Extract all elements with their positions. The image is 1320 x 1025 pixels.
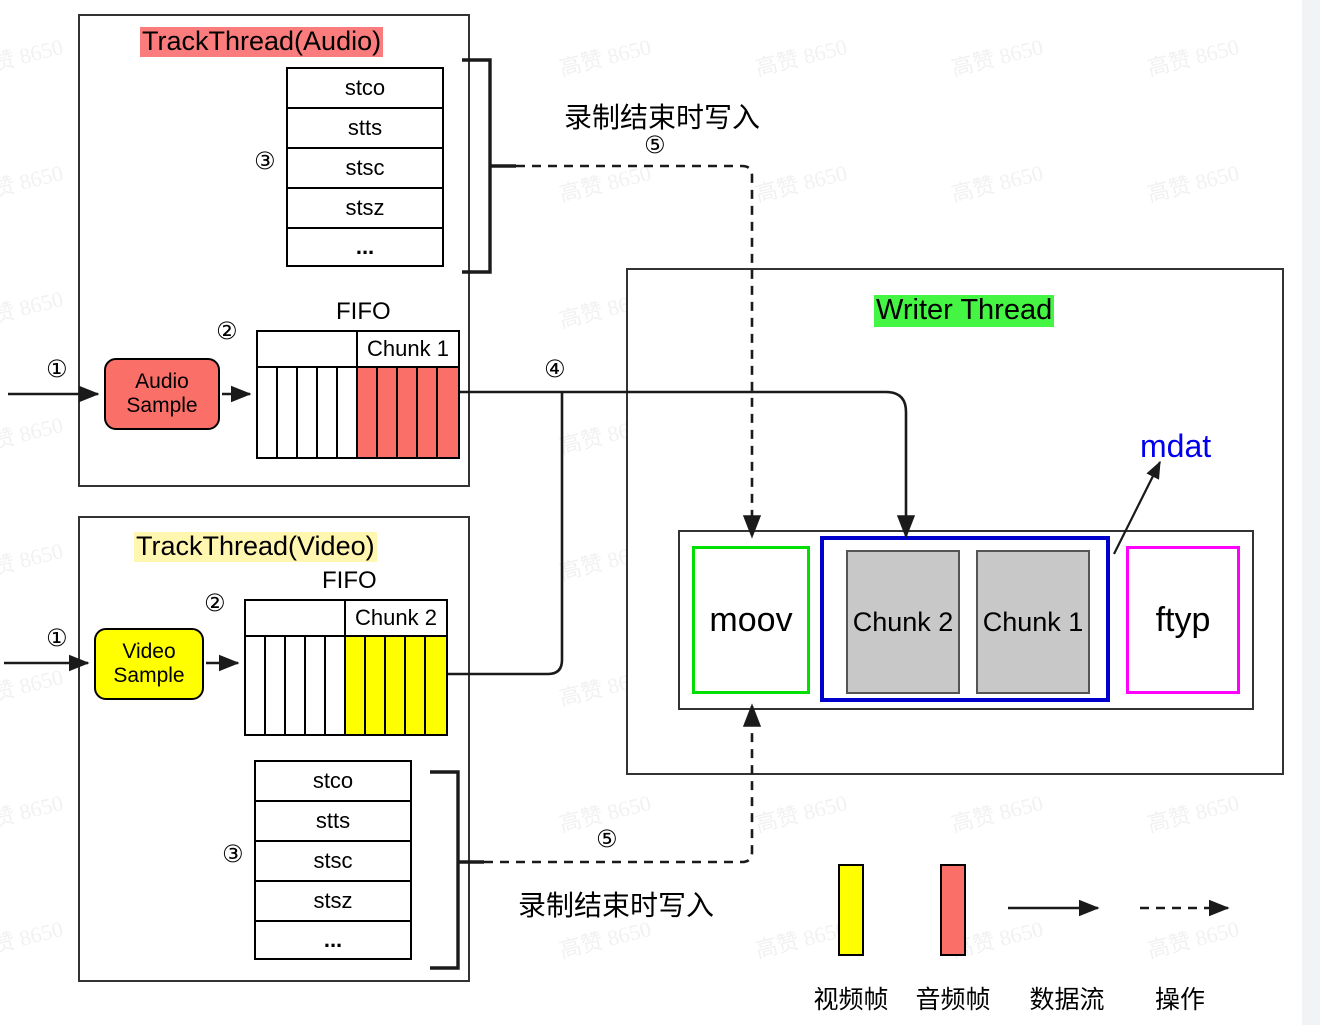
legend-label-dataflow: 数据流	[1029, 986, 1105, 1014]
video-thread-title: TrackThread(Video)	[134, 531, 377, 562]
audio-step-2-marker: ②	[216, 318, 238, 345]
audio-sample-line1: Audio	[135, 369, 189, 393]
atom-row: stsc	[288, 149, 442, 189]
atom-row: stsz	[288, 189, 442, 229]
video-sample-node: Video Sample	[94, 628, 204, 700]
audio-fifo-head-empty	[258, 332, 358, 366]
fifo-cell-video-frame	[366, 637, 386, 734]
video-step-1-marker: ①	[46, 625, 68, 652]
chunk-block: Chunk 2	[846, 550, 960, 694]
atom-row: stsz	[256, 882, 410, 922]
fifo-cell-empty	[326, 637, 346, 734]
watermark-text: 高赞 8650	[556, 34, 654, 81]
fifo-cell-audio-frame	[418, 368, 438, 457]
fifo-cell-empty	[286, 637, 306, 734]
mdat-atom-group: Chunk 2 Chunk 1	[820, 536, 1110, 702]
watermark-text: 高赞 8650	[0, 412, 66, 459]
fifo-cell-empty	[278, 368, 298, 457]
audio-fifo-label: FIFO	[336, 298, 391, 325]
audio-step-3-marker: ③	[254, 148, 276, 175]
atom-row: stco	[256, 762, 410, 802]
atom-row: ...	[323, 927, 343, 952]
write-on-end-note-top: 录制结束时写入	[564, 102, 761, 133]
writer-thread-title: Writer Thread	[874, 294, 1055, 327]
fifo-cell-empty	[338, 368, 358, 457]
watermark-text: 高赞 8650	[0, 790, 66, 837]
atom-row: stts	[256, 802, 410, 842]
watermark-text: 高赞 8650	[0, 34, 66, 81]
audio-fifo-cells	[256, 366, 460, 459]
legend-label-video: 视频帧	[813, 986, 889, 1014]
watermark-text: 高赞 8650	[1144, 916, 1242, 963]
step-5-marker-bottom: ⑤	[596, 826, 618, 853]
fifo-cell-audio-frame	[378, 368, 398, 457]
legend-swatch-audio	[940, 864, 966, 956]
fifo-cell-video-frame	[426, 637, 446, 734]
ftyp-atom: ftyp	[1126, 546, 1240, 694]
video-sample-line2: Sample	[113, 664, 185, 687]
watermark-text: 高赞 8650	[752, 790, 850, 837]
watermark-text: 高赞 8650	[752, 916, 850, 963]
watermark-text: 高赞 8650	[0, 160, 66, 207]
watermark-text: 高赞 8650	[0, 286, 66, 333]
step-4-marker: ④	[544, 356, 566, 383]
watermark-text: 高赞 8650	[0, 916, 66, 963]
watermark-text: 高赞 8650	[0, 538, 66, 585]
video-fifo-label: FIFO	[322, 567, 377, 594]
fifo-cell-empty	[246, 637, 266, 734]
mdat-label: mdat	[1140, 428, 1212, 464]
legend-swatch-video	[838, 864, 864, 956]
audio-thread-title: TrackThread(Audio)	[140, 26, 384, 57]
legend-label-operation: 操作	[1154, 986, 1205, 1014]
watermark-text: 高赞 8650	[948, 160, 1046, 207]
watermark-text: 高赞 8650	[752, 34, 850, 81]
video-atom-table: stco stts stsc stsz ...	[254, 760, 412, 960]
atom-row: stsc	[256, 842, 410, 882]
watermark-text: 高赞 8650	[556, 160, 654, 207]
write-on-end-note-bottom: 录制结束时写入	[518, 890, 715, 921]
fifo-cell-video-frame	[386, 637, 406, 734]
video-sample-line1: Video	[122, 639, 176, 663]
watermark-text: 高赞 8650	[948, 790, 1046, 837]
video-step-3-marker: ③	[222, 841, 244, 868]
atom-row: ...	[355, 234, 375, 259]
audio-atom-table: stco stts stsc stsz ...	[286, 67, 444, 267]
audio-chunk-label: Chunk 1	[367, 336, 449, 361]
watermark-text: 高赞 8650	[0, 664, 66, 711]
fifo-cell-empty	[258, 368, 278, 457]
video-step-2-marker: ②	[204, 590, 226, 617]
watermark-text: 高赞 8650	[752, 160, 850, 207]
fifo-cell-video-frame	[346, 637, 366, 734]
fifo-cell-audio-frame	[358, 368, 378, 457]
step-5-marker-top: ⑤	[644, 132, 666, 159]
fifo-cell-empty	[266, 637, 286, 734]
audio-step-1-marker: ①	[46, 356, 68, 383]
atom-row: stco	[288, 69, 442, 109]
watermark-text: 高赞 8650	[948, 34, 1046, 81]
video-fifo-cells	[244, 635, 448, 736]
watermark-text: 高赞 8650	[1144, 160, 1242, 207]
chunk-block: Chunk 1	[976, 550, 1090, 694]
atom-row: stts	[288, 109, 442, 149]
watermark-text: 高赞 8650	[1144, 790, 1242, 837]
moov-atom: moov	[692, 546, 810, 694]
watermark-text: 高赞 8650	[1144, 34, 1242, 81]
legend-label-audio: 音频帧	[915, 986, 991, 1014]
canvas-right-edge	[1302, 0, 1320, 1025]
video-fifo: Chunk 2	[244, 599, 448, 736]
audio-sample-line2: Sample	[126, 394, 198, 417]
video-chunk-label: Chunk 2	[355, 605, 437, 630]
audio-fifo: Chunk 1	[256, 330, 460, 459]
fifo-cell-audio-frame	[398, 368, 418, 457]
fifo-cell-empty	[306, 637, 326, 734]
video-fifo-head-empty	[246, 601, 346, 635]
fifo-cell-empty	[298, 368, 318, 457]
audio-sample-node: Audio Sample	[104, 358, 220, 430]
fifo-cell-audio-frame	[438, 368, 458, 457]
fifo-cell-video-frame	[406, 637, 426, 734]
fifo-cell-empty	[318, 368, 338, 457]
